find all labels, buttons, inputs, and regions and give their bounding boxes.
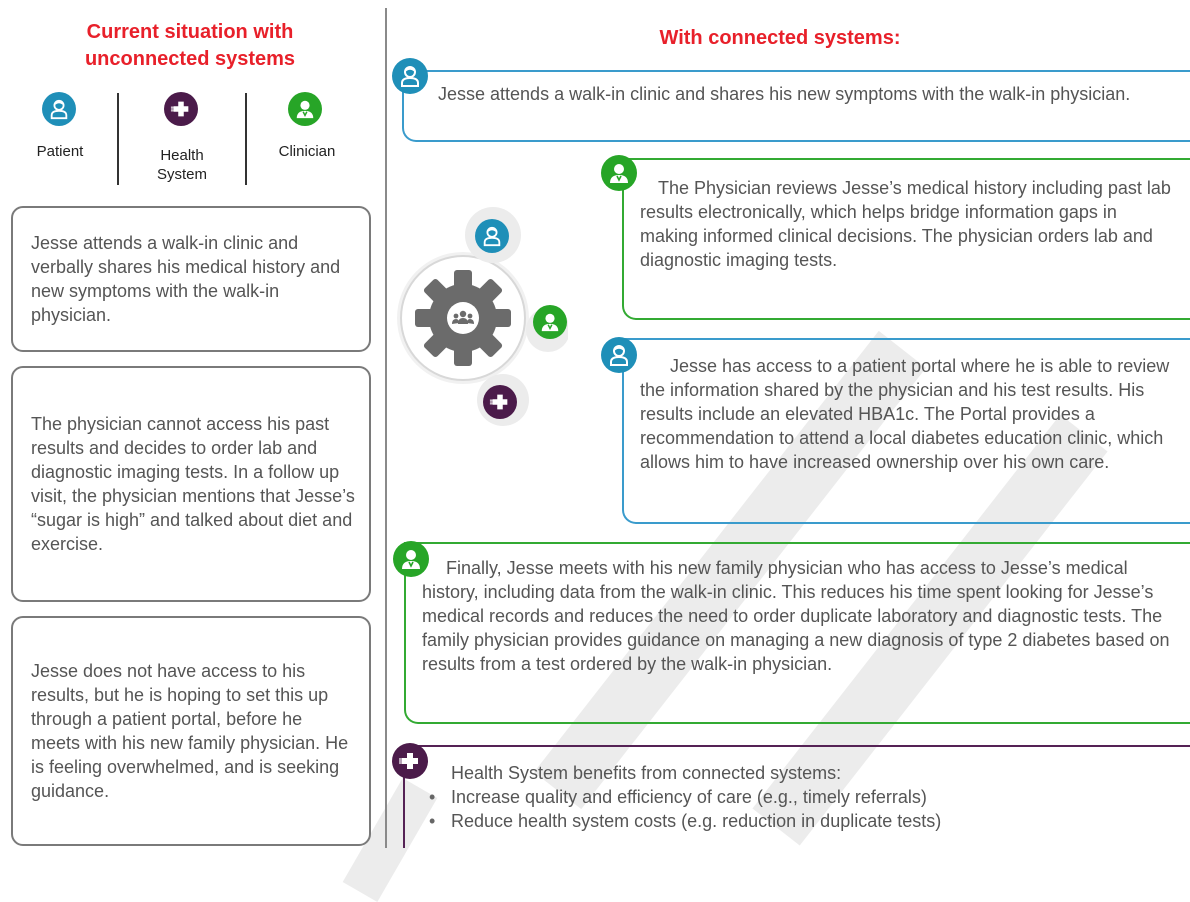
health-benefits-list: Increase quality and efficiency of care … — [425, 785, 1176, 833]
right-step-4-text: Finally, Jesse meets with his new family… — [422, 558, 1170, 674]
left-step-3-box: Jesse does not have access to his result… — [11, 616, 371, 846]
clinician-icon — [288, 92, 322, 126]
right-title: With connected systems: — [659, 27, 901, 49]
health-system-icon — [483, 385, 517, 419]
legend-health-line2: System — [156, 166, 207, 183]
legend-clinician-label: Clinician — [278, 143, 336, 160]
left-title-line2: unconnected systems — [84, 48, 296, 70]
right-step-5-box: Health System benefits from connected sy… — [403, 745, 1190, 848]
legend-health-system-label: Health System — [140, 146, 224, 184]
health-benefit-item: Increase quality and efficiency of care … — [425, 785, 1176, 809]
left-title-line1: Current situation with — [86, 21, 294, 43]
left-step-2-text: The physician cannot access his past res… — [31, 414, 355, 554]
health-system-icon — [164, 92, 198, 126]
clinician-icon — [601, 155, 637, 191]
right-step-3-text: Jesse has access to a patient portal whe… — [640, 356, 1170, 472]
left-title: Current situation with unconnected syste… — [30, 20, 350, 72]
left-step-1-text: Jesse attends a walk-in clinic and verba… — [31, 233, 341, 325]
patient-icon — [601, 337, 637, 373]
right-step-2-text: The Physician reviews Jesse’s medical hi… — [640, 178, 1171, 270]
health-benefit-item: Reduce health system costs (e.g. reducti… — [425, 809, 1176, 833]
legend-health-line1: Health — [160, 147, 204, 164]
legend-separator — [245, 93, 247, 185]
right-step-1-text: Jesse attends a walk-in clinic and share… — [438, 84, 1131, 104]
patient-icon — [392, 58, 428, 94]
right-step-4-box: Finally, Jesse meets with his new family… — [404, 542, 1190, 724]
legend-separator — [117, 93, 119, 185]
right-step-2-box: The Physician reviews Jesse’s medical hi… — [622, 158, 1190, 320]
gear-icon — [415, 270, 511, 366]
clinician-icon — [533, 305, 567, 339]
right-step-1-box: Jesse attends a walk-in clinic and share… — [402, 70, 1190, 142]
health-system-icon — [392, 743, 428, 779]
right-step-3-box: Jesse has access to a patient portal whe… — [622, 338, 1190, 524]
left-step-3-text: Jesse does not have access to his result… — [31, 661, 349, 801]
left-step-1-box: Jesse attends a walk-in clinic and verba… — [11, 206, 371, 352]
column-divider — [385, 8, 387, 848]
patient-icon — [475, 219, 509, 253]
people-group-icon — [452, 310, 474, 324]
clinician-icon — [393, 541, 429, 577]
legend-patient-label: Patient — [36, 143, 84, 160]
health-benefits-heading: Health System benefits from connected sy… — [451, 763, 842, 783]
left-step-2-box: The physician cannot access his past res… — [11, 366, 371, 602]
patient-icon — [42, 92, 76, 126]
gear-graphic — [397, 207, 568, 426]
